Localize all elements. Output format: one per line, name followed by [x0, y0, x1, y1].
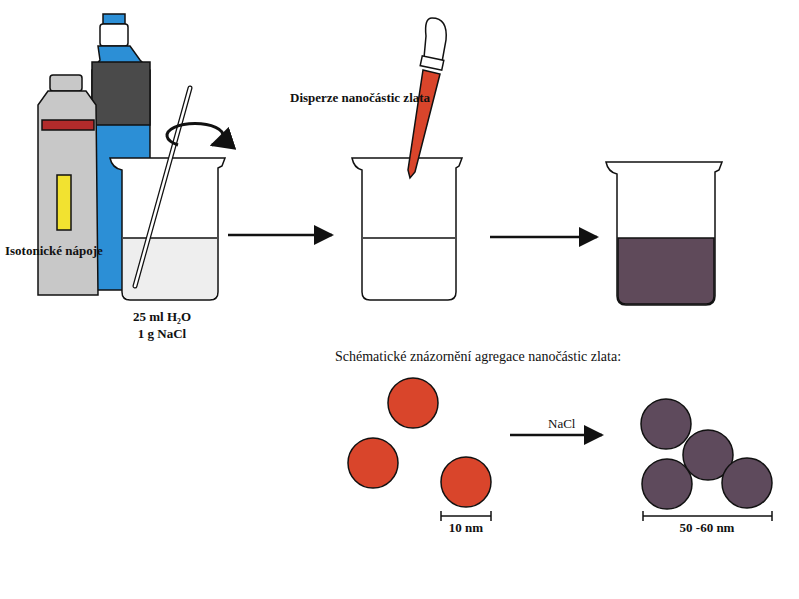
process-arrow	[228, 234, 332, 237]
aggregate	[641, 399, 772, 509]
grey-bottle	[38, 75, 98, 295]
quantity-label: 25 ml H₂O	[133, 310, 191, 325]
beaker	[352, 158, 462, 300]
beaker	[606, 162, 722, 305]
quantity-label: 1 g NaCl	[138, 327, 186, 342]
dimension-label: 10 nm	[449, 521, 483, 536]
reagent-label: NaCl	[548, 417, 575, 432]
gold-nanoparticle	[348, 378, 491, 507]
stirring-rod-core	[135, 88, 190, 286]
reagent-label: Disperze nanočástic zlata	[290, 91, 430, 106]
product-label: Isotonické nápoje	[5, 244, 103, 259]
beaker	[110, 158, 225, 300]
stirring-rod	[135, 88, 190, 286]
rotation-arrow	[167, 123, 223, 145]
section-heading: Schématické znázornění agregace nanočást…	[335, 349, 621, 365]
reaction-arrow	[510, 434, 602, 437]
dimension-label: 50 -60 nm	[680, 521, 735, 536]
dimension-line	[441, 511, 772, 521]
process-arrow	[490, 236, 597, 239]
